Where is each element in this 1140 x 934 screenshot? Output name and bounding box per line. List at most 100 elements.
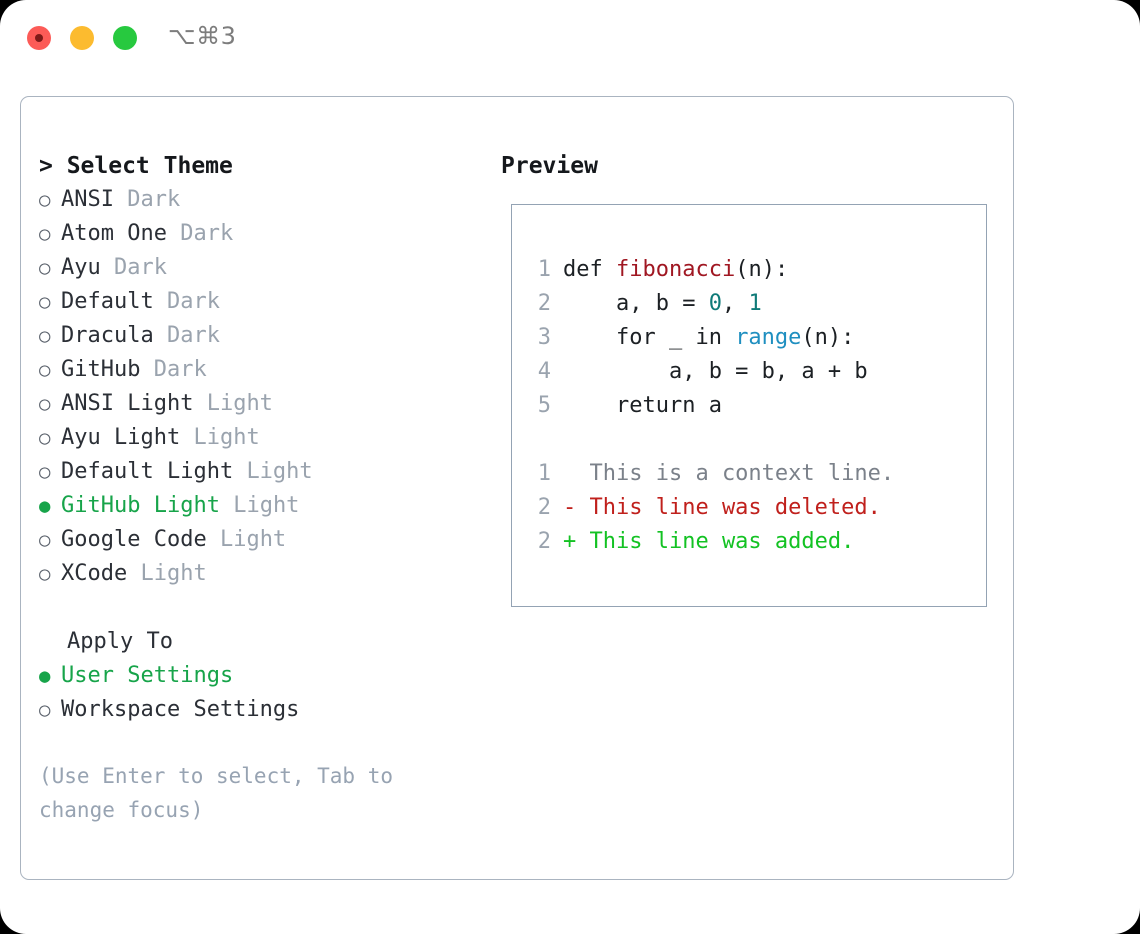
code-token-plain: (n): [735,257,789,282]
main-panel: > Select Theme ○ANSI Dark○Atom One Dark○… [20,96,1014,880]
theme-option-xcode[interactable]: ○XCode Light [39,557,499,591]
diff-line-text: This is a context line. [563,461,895,486]
theme-option-ayu-light[interactable]: ○ Ayu Light Light [39,421,499,455]
select-theme-heading: > Select Theme [39,153,233,179]
diff-line-added: 2 + This line was added. [529,525,894,559]
theme-option-github-light[interactable]: ● GitHub Light Light [39,489,499,523]
code-line-number: 1 [537,257,551,282]
radio-unselected-icon: ○ [39,291,51,313]
code-token-plain: return a [563,393,722,418]
theme-variant-badge: Light [246,459,313,484]
theme-variant-badge: Dark [114,255,167,280]
radio-unselected-icon: ○ [39,529,51,551]
apply-to-option-label: User Settings [61,663,234,688]
apply-to-heading: Apply To [67,629,173,654]
code-token-plain: , [721,291,749,316]
theme-option-label: Ayu Light [61,425,181,450]
theme-variant-badge: Dark [166,323,220,348]
apply-to-option-label: Workspace Settings [61,697,300,722]
theme-variant-badge: Light [233,493,300,518]
title-bar: ⌥⌘3 [0,0,1140,78]
theme-option-label: GitHub Light [61,493,220,518]
theme-option-atom-one[interactable]: ○ Atom One Dark [39,217,499,251]
radio-unselected-icon: ○ [39,393,51,415]
radio-selected-icon: ● [39,495,51,517]
theme-variant-badge: Dark [180,221,234,246]
theme-list[interactable]: ○ANSI Dark○Atom One Dark○Ayu Dark○Defaul… [39,183,499,591]
preview-heading: Preview [501,153,598,179]
diff-line-text: + This line was added. [563,529,855,554]
code-line: 5 return a [529,389,894,423]
theme-option-dracula[interactable]: ○ Dracula Dark [39,319,499,353]
keyboard-shortcut-label: ⌥⌘3 [168,22,237,50]
window-controls [27,26,137,50]
theme-option-label: GitHub [61,357,141,382]
theme-variant-badge: Light [140,561,207,586]
radio-unselected-icon: ○ [39,325,51,347]
theme-option-label: Google Code [61,527,207,552]
maximize-button-icon[interactable] [113,26,137,50]
radio-unselected-icon: ○ [39,427,51,449]
radio-unselected-icon: ○ [39,359,51,381]
close-button-icon[interactable] [27,26,51,50]
code-line-number: 5 [537,393,551,418]
code-token-number: 1 [748,291,762,316]
apply-to-spacer [39,591,499,625]
code-line: 2 a, b = 0, 1 [529,287,894,321]
theme-option-label: Default [61,289,154,314]
radio-unselected-icon: ○ [39,699,51,721]
code-line: 3 for _ in range(n): [529,321,894,355]
theme-option-label: Default Light [61,459,234,484]
theme-option-label: ANSI [61,187,114,212]
code-token-plain: a, b = [563,291,709,316]
apply-to-option-workspace-settings[interactable]: ○ Workspace Settings [39,693,499,727]
theme-variant-badge: Dark [127,187,181,212]
theme-option-label: XCode [61,561,128,586]
code-line-number: 2 [537,291,551,316]
preview-column: Preview [501,149,1001,183]
code-token-plain: for _ in [563,325,736,350]
theme-variant-badge: Dark [153,357,207,382]
theme-option-google-code[interactable]: ○ Google Code Light [39,523,499,557]
code-blank-line [529,423,894,457]
theme-variant-badge: Dark [166,289,220,314]
theme-option-github[interactable]: ○ GitHub Dark [39,353,499,387]
code-line-number: 4 [537,359,551,384]
diff-line-number: 2 [537,495,551,520]
theme-option-label: ANSI Light [61,391,194,416]
theme-option-ayu[interactable]: ○ Ayu Dark [39,251,499,285]
code-line: 4 a, b = b, a + b [529,355,894,389]
minimize-button-icon[interactable] [70,26,94,50]
theme-option-ansi[interactable]: ○ ANSI Dark [39,183,499,217]
theme-option-label: Ayu [61,255,101,280]
diff-line-number: 1 [537,461,551,486]
code-line: 1 def fibonacci(n): [529,253,894,287]
radio-unselected-icon: ○ [39,223,51,245]
diff-line-context: 1 This is a context line. [529,457,894,491]
radio-selected-icon: ● [39,665,51,687]
theme-option-label: Dracula [61,323,154,348]
theme-option-ansi-light[interactable]: ○ ANSI Light Light [39,387,499,421]
theme-option-label: Atom One [61,221,167,246]
theme-variant-badge: Light [219,527,287,552]
code-token-function: fibonacci [615,257,736,282]
apply-to-option-user-settings[interactable]: ● User Settings [39,659,499,693]
theme-option-default[interactable]: ○ Default Dark [39,285,499,319]
radio-unselected-icon: ○ [39,189,51,211]
apply-to-list[interactable]: ● User Settings ○ Workspace Settings [39,659,499,727]
diff-line-deleted: 2- This line was deleted. [529,491,894,525]
keyboard-hint-text: (Use Enter to select, Tab to change focu… [39,764,394,822]
theme-picker-column: > Select Theme ○ANSI Dark○Atom One Dark○… [39,149,499,827]
diff-line-number: 2 [537,529,551,554]
theme-variant-badge: Light [206,391,273,416]
code-token-call: range [735,325,802,350]
code-token-plain: a, b = b, a + b [563,359,868,384]
theme-variant-badge: Light [193,425,260,450]
theme-option-default-light[interactable]: ○Default Light Light [39,455,499,489]
radio-unselected-icon: ○ [39,257,51,279]
code-line-number: 3 [537,325,551,350]
code-token-keyword: def [563,257,616,282]
